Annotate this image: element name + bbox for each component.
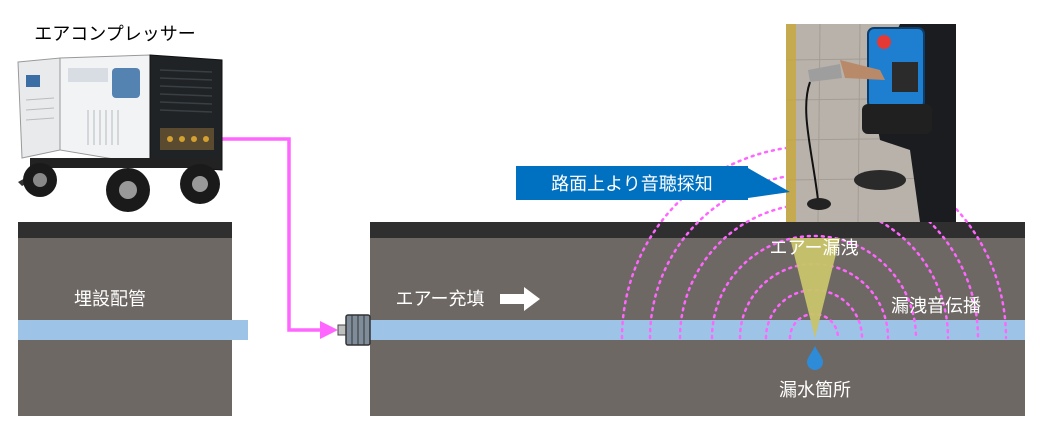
air-compressor-image [17,54,223,212]
right-arrow-icon [500,287,540,311]
detection-callout-text: 路面上より音聴探知 [551,174,713,195]
air-leak-label: エアー漏洩 [770,238,859,259]
ground-right [370,222,1025,416]
leak-sound-label: 漏洩音伝播 [891,296,981,317]
buried-pipe-label: 埋設配管 [74,289,146,310]
leak-point-label: 漏水箇所 [779,380,851,401]
water-drop-icon [807,346,823,370]
meter-connector [337,314,371,346]
pipe-right [370,320,1025,340]
air-hose-line [222,137,338,339]
meter-box-label: 量水器ボックス [235,388,360,409]
acoustic-detector-photo [785,23,957,223]
detection-callout [516,166,790,200]
pipe-left [18,320,248,340]
compressor-title: エアコンプレッサー [34,24,195,45]
air-leak-cone [790,238,840,338]
air-fill-label: エアー充填 [396,289,485,310]
ground-left [18,222,232,416]
